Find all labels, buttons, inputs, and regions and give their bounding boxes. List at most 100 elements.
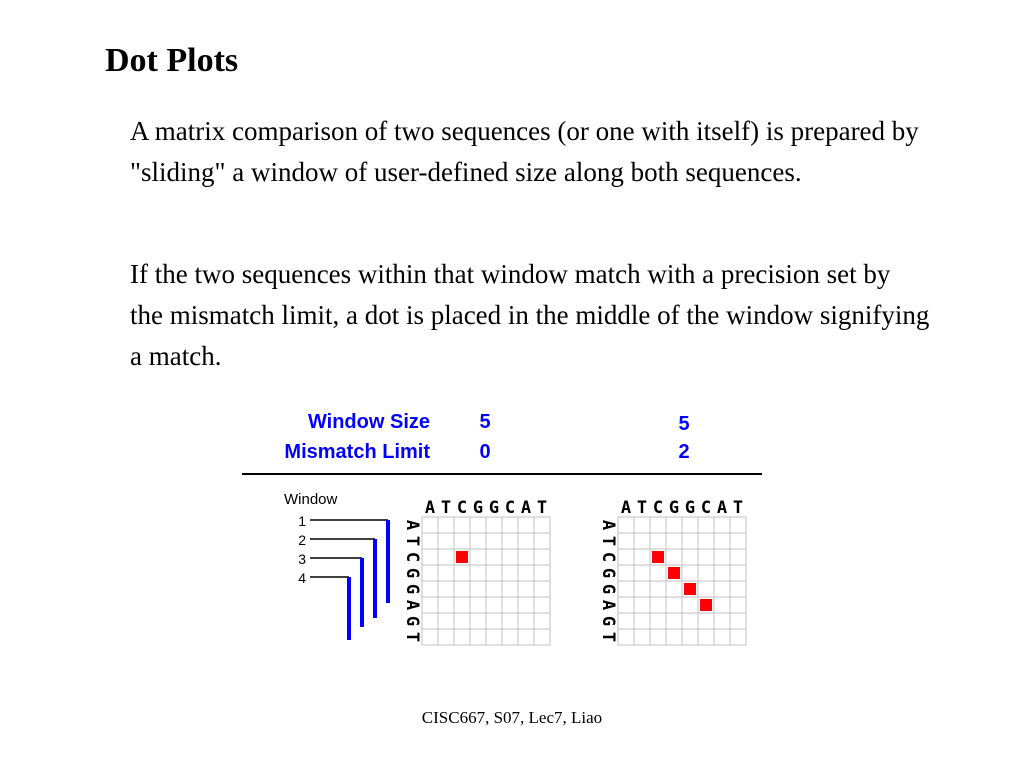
grid-cell <box>617 596 635 614</box>
grid-cell <box>533 612 551 630</box>
slide-footer: CISC667, S07, Lec7, Liao <box>421 708 603 727</box>
grid-cell <box>469 612 487 630</box>
grid-cell <box>649 612 667 630</box>
side-sequence-letter: A <box>402 600 422 610</box>
grid-cell <box>633 564 651 582</box>
grid-cell <box>421 516 439 534</box>
top-sequence-letter: C <box>653 498 663 518</box>
window-lines <box>310 519 390 640</box>
grid-cell <box>421 628 439 646</box>
grid-cell <box>681 532 699 550</box>
grid-cell <box>453 612 471 630</box>
grid-cell <box>633 532 651 550</box>
side-sequence-letter: T <box>598 536 618 546</box>
top-sequence-letter: G <box>685 498 695 518</box>
grid-cell <box>485 596 503 614</box>
grid-cell <box>533 580 551 598</box>
top-sequence-letter: T <box>637 498 647 518</box>
top-sequence-letter: T <box>441 498 451 518</box>
grid-cell <box>485 564 503 582</box>
window-number-2: 2 <box>298 532 306 548</box>
grid-cell <box>617 532 635 550</box>
grid-cell <box>697 532 715 550</box>
grid-cell <box>469 564 487 582</box>
grid-cell <box>649 516 667 534</box>
grid-cell <box>485 628 503 646</box>
grid-cell <box>485 612 503 630</box>
panel1-mismatch-limit: 0 <box>479 441 490 463</box>
grid-cell <box>501 516 519 534</box>
top-sequence-letter: T <box>537 498 547 518</box>
grid-cell <box>517 628 535 646</box>
grid-cell <box>697 548 715 566</box>
grid-cell <box>617 628 635 646</box>
grid-cell <box>421 612 439 630</box>
window-number-3: 3 <box>298 551 306 567</box>
grid-cell <box>633 628 651 646</box>
side-sequence-letter: A <box>598 600 618 610</box>
grid-cell <box>729 612 747 630</box>
grid-cell <box>421 564 439 582</box>
grid-cell <box>533 532 551 550</box>
grid-cell <box>697 612 715 630</box>
grid-cell <box>681 564 699 582</box>
grid-cell <box>485 532 503 550</box>
top-sequence-letter: A <box>425 498 435 518</box>
grid-cell <box>649 628 667 646</box>
grid-cell <box>633 612 651 630</box>
grid-cell <box>437 628 455 646</box>
grid-cell <box>453 580 471 598</box>
side-sequence-letter: G <box>402 616 422 626</box>
grid-cell <box>485 580 503 598</box>
grid-cell <box>681 628 699 646</box>
grid-cell <box>617 612 635 630</box>
grid-cell <box>533 628 551 646</box>
grid-cell <box>713 612 731 630</box>
grid-cell <box>729 628 747 646</box>
side-sequence-letter: G <box>598 584 618 594</box>
grid-cell <box>633 516 651 534</box>
grid-cell <box>697 516 715 534</box>
grid-cell <box>649 564 667 582</box>
grid-cell <box>517 564 535 582</box>
grid-cell <box>421 548 439 566</box>
grid-cell <box>453 628 471 646</box>
grid-cell <box>533 516 551 534</box>
match-dot <box>456 551 468 563</box>
side-sequence-letter: T <box>402 536 422 546</box>
grid-cell <box>665 532 683 550</box>
grid-cell <box>729 516 747 534</box>
grid-cell <box>617 548 635 566</box>
match-dot <box>668 567 680 579</box>
grid-cell <box>681 548 699 566</box>
side-sequence-letter: T <box>598 632 618 642</box>
dot-plot-figure: Window Size Mismatch Limit 5 0 5 2 Windo… <box>230 398 770 653</box>
side-sequence-letter: A <box>598 520 618 530</box>
grid-cell <box>697 564 715 582</box>
grid-cell <box>533 596 551 614</box>
grid-cell <box>501 628 519 646</box>
grid-cell <box>437 548 455 566</box>
grid-cell <box>665 580 683 598</box>
side-sequence-letter: G <box>598 568 618 578</box>
grid-cell <box>437 596 455 614</box>
grid-cell <box>713 516 731 534</box>
grid-cell <box>633 548 651 566</box>
grid-cell <box>517 548 535 566</box>
grid-cell <box>665 548 683 566</box>
top-sequence-letter: G <box>473 498 483 518</box>
panel2-mismatch-limit: 2 <box>678 441 689 463</box>
slide-title: Dot Plots <box>105 42 239 79</box>
top-sequence-letter: T <box>733 498 743 518</box>
grid-cell <box>713 548 731 566</box>
grid-cell <box>681 612 699 630</box>
grid-cell <box>713 564 731 582</box>
match-dot <box>652 551 664 563</box>
grid-cell <box>501 580 519 598</box>
grid-cell <box>681 596 699 614</box>
grid-cell <box>713 628 731 646</box>
top-sequence-letter: A <box>521 498 531 518</box>
grid-cell <box>437 612 455 630</box>
panel2-window-size: 5 <box>678 413 689 435</box>
match-dot <box>684 583 696 595</box>
